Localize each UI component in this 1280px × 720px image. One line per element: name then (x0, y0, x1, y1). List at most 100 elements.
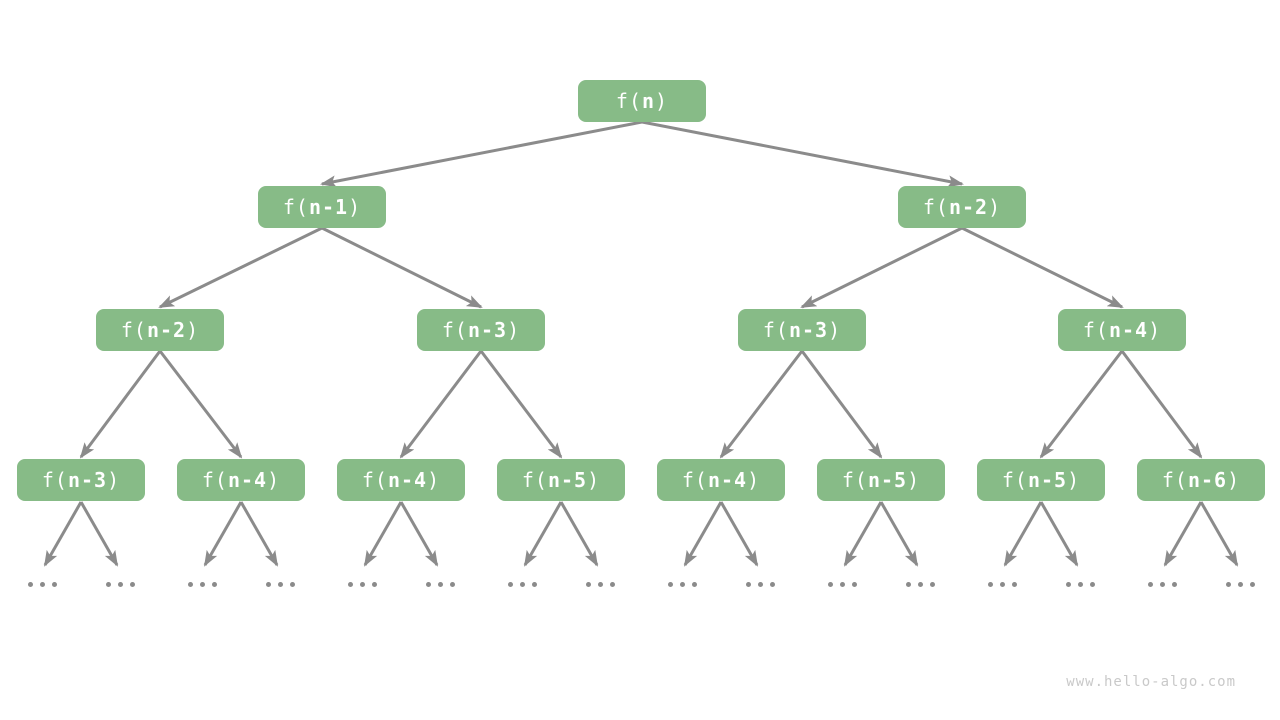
ellipsis (1146, 578, 1178, 590)
edge-arrow (363, 501, 403, 567)
ellipsis (1064, 578, 1096, 590)
ellipsis (506, 578, 538, 590)
edge-arrow (321, 226, 483, 309)
node-label-arg: n-6 (1187, 468, 1228, 492)
tree-node-f(n-4): f(n-4) (337, 459, 465, 501)
ellipsis-dot (277, 581, 283, 587)
node-label-arg: n-2 (146, 318, 187, 342)
edge-arrow (683, 501, 723, 567)
ellipsis-dot (917, 581, 923, 587)
watermark: www.hello-algo.com (1066, 674, 1236, 690)
tree-node-f(n-4): f(n-4) (657, 459, 785, 501)
node-label-arg: n-4 (1108, 318, 1149, 342)
node-label-pre: f( (1001, 468, 1028, 492)
ellipsis-dot (745, 581, 751, 587)
ellipsis (346, 578, 378, 590)
ellipsis-dot (1249, 581, 1255, 587)
node-label-pre: f( (841, 468, 868, 492)
ellipsis-dot (289, 581, 295, 587)
ellipsis-dot (1159, 581, 1165, 587)
ellipsis-dot (585, 581, 591, 587)
ellipsis-dot (199, 581, 205, 587)
ellipsis-dot (507, 581, 513, 587)
edge-arrow (800, 350, 883, 459)
ellipsis-dot (105, 581, 111, 587)
node-label-pre: f( (41, 468, 68, 492)
ellipsis-dot (691, 581, 697, 587)
node-label-post: ) (107, 468, 121, 492)
node-label-pre: f( (521, 468, 548, 492)
tree-node-f(n-4): f(n-4) (177, 459, 305, 501)
tree-node-f(n-4): f(n-4) (1058, 309, 1186, 351)
ellipsis (584, 578, 616, 590)
edge-arrow (1120, 350, 1203, 459)
ellipsis-dot (1065, 581, 1071, 587)
node-label-pre: f( (615, 89, 642, 113)
edge-arrow (719, 501, 759, 567)
node-label-pre: f( (441, 318, 468, 342)
ellipsis-dot (1011, 581, 1017, 587)
edge-arrow (1039, 350, 1124, 459)
tree-node-f(n-2): f(n-2) (96, 309, 224, 351)
node-label-pre: f( (201, 468, 228, 492)
edge-arrow (641, 120, 964, 188)
tree-node-f(n-5): f(n-5) (817, 459, 945, 501)
node-label-post: ) (747, 468, 761, 492)
ellipsis-dot (597, 581, 603, 587)
ellipsis-dot (1237, 581, 1243, 587)
ellipsis-dot (851, 581, 857, 587)
ellipsis-dot (839, 581, 845, 587)
ellipsis-dot (187, 581, 193, 587)
node-label-post: ) (507, 318, 521, 342)
edge-arrow (1163, 501, 1203, 567)
ellipsis-dot (905, 581, 911, 587)
tree-node-f(n-5): f(n-5) (497, 459, 625, 501)
ellipsis-dot (51, 581, 57, 587)
node-label-post: ) (828, 318, 842, 342)
node-label-post: ) (267, 468, 281, 492)
ellipsis (264, 578, 296, 590)
ellipsis-dot (987, 581, 993, 587)
node-label-arg: n-3 (467, 318, 508, 342)
ellipsis-dot (827, 581, 833, 587)
tree-node-f(n-2): f(n-2) (898, 186, 1026, 228)
node-label-post: ) (988, 195, 1002, 219)
node-label-post: ) (907, 468, 921, 492)
node-label-pre: f( (361, 468, 388, 492)
edge-arrow (559, 501, 599, 567)
ellipsis (826, 578, 858, 590)
ellipsis-dot (679, 581, 685, 587)
ellipsis-dot (1225, 581, 1231, 587)
edge-arrow (1039, 501, 1079, 567)
ellipsis-dot (757, 581, 763, 587)
ellipsis-dot (117, 581, 123, 587)
ellipsis-dot (1171, 581, 1177, 587)
ellipsis (26, 578, 58, 590)
ellipsis-dot (519, 581, 525, 587)
edge-arrow (800, 226, 963, 309)
ellipsis-dot (1077, 581, 1083, 587)
tree-node-f(n-1): f(n-1) (258, 186, 386, 228)
node-label-post: ) (348, 195, 362, 219)
ellipsis-dot (347, 581, 353, 587)
node-label-post: ) (186, 318, 200, 342)
edge-arrow (843, 501, 883, 567)
edge-arrow (523, 501, 563, 567)
tree-node-f(n-3): f(n-3) (17, 459, 145, 501)
node-label-pre: f( (1161, 468, 1188, 492)
node-label-arg: n-5 (547, 468, 588, 492)
node-label-post: ) (1148, 318, 1162, 342)
ellipsis-dot (39, 581, 45, 587)
edge-arrow (239, 501, 279, 567)
node-label-pre: f( (922, 195, 949, 219)
node-label-arg: n-5 (1027, 468, 1068, 492)
edge-arrow (961, 226, 1124, 309)
ellipsis (1224, 578, 1256, 590)
node-label-pre: f( (681, 468, 708, 492)
ellipsis-dot (449, 581, 455, 587)
ellipsis (744, 578, 776, 590)
node-label-post: ) (1067, 468, 1081, 492)
ellipsis (104, 578, 136, 590)
